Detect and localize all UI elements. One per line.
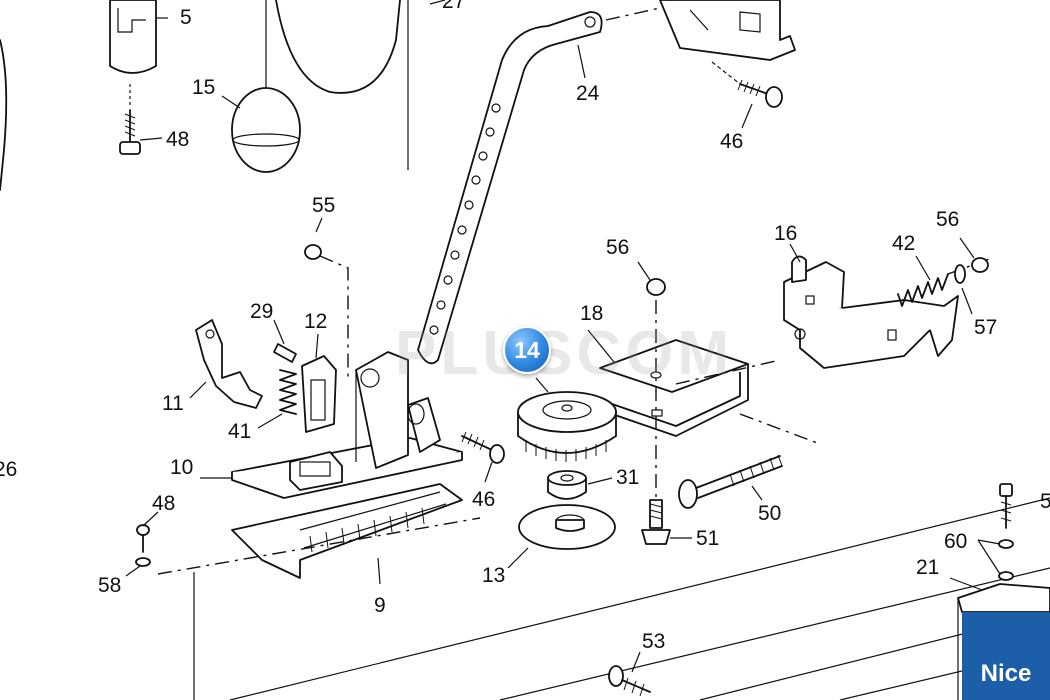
label-11: 11 <box>162 392 184 415</box>
part-56-nut-right <box>959 237 989 273</box>
part-31-bearing <box>547 470 613 500</box>
label-56-left: 56 <box>606 236 629 259</box>
part-16-bracket <box>783 243 959 369</box>
label-60: 60 <box>944 530 967 553</box>
part-51-bolt <box>641 499 692 545</box>
label-24: 24 <box>576 82 600 105</box>
part-41-spring <box>257 369 297 429</box>
label-55: 55 <box>312 194 335 217</box>
brand-logo: Nice <box>962 612 1050 700</box>
left-casing <box>0 39 8 191</box>
highlight-badge-14[interactable]: 14 <box>503 326 551 374</box>
part-56-nut <box>637 261 666 296</box>
label-46-mid: 46 <box>472 488 495 511</box>
part-bracket-top <box>659 0 796 61</box>
part-18-bracket <box>587 300 781 540</box>
label-31: 31 <box>616 466 639 489</box>
part-55-nut <box>304 217 349 380</box>
part-14-gear <box>517 377 617 462</box>
label-51: 51 <box>696 527 719 550</box>
label-50: 50 <box>758 502 781 525</box>
part-5-sleeve <box>109 0 168 74</box>
part-48-screw-low <box>125 511 481 700</box>
label-9: 9 <box>374 594 386 617</box>
label-5: 5 <box>180 6 192 29</box>
label-12: 12 <box>304 310 327 333</box>
label-48-low: 48 <box>152 492 175 515</box>
label-48-top: 48 <box>166 128 189 151</box>
label-10: 10 <box>170 456 193 479</box>
label-29: 29 <box>250 300 273 323</box>
label-16: 16 <box>774 222 797 245</box>
label-58: 58 <box>98 574 121 597</box>
part-12-plate <box>301 333 337 433</box>
part-9-slider <box>231 483 463 585</box>
label-56-right: 56 <box>936 208 959 231</box>
label-57: 57 <box>974 316 997 339</box>
part-13-disc <box>507 504 616 569</box>
part-50-bolt <box>678 413 821 509</box>
part-labels: 5 27 15 48 24 46 55 56 16 42 56 57 29 12… <box>0 0 1050 653</box>
part-60-washers <box>977 483 1014 581</box>
part-57-washer <box>954 264 973 315</box>
part-10-base <box>200 351 463 499</box>
label-42: 42 <box>892 232 915 255</box>
part-46-screw-top <box>711 61 783 129</box>
label-21: 21 <box>916 556 939 579</box>
label-15: 15 <box>192 76 215 99</box>
label-53: 53 <box>642 630 665 653</box>
part-46-screw-mid <box>461 431 505 483</box>
watermark-text: PLUSCOM <box>395 319 733 388</box>
label-27: 27 <box>442 0 465 13</box>
part-27-wire <box>275 0 446 170</box>
label-26: 26 <box>0 458 17 481</box>
part-21-housing <box>949 577 1050 700</box>
label-41: 41 <box>228 420 251 443</box>
part-29-pin <box>273 319 297 363</box>
label-46-top: 46 <box>720 130 743 153</box>
part-48-screw-top <box>119 84 163 155</box>
part-11-cam <box>189 319 263 409</box>
label-13: 13 <box>482 564 505 587</box>
label-5-right: 5 <box>1040 490 1050 513</box>
label-18: 18 <box>580 302 603 325</box>
part-53-screw <box>608 651 651 697</box>
part-15-ball <box>221 0 301 173</box>
part-24-lever <box>417 7 661 365</box>
